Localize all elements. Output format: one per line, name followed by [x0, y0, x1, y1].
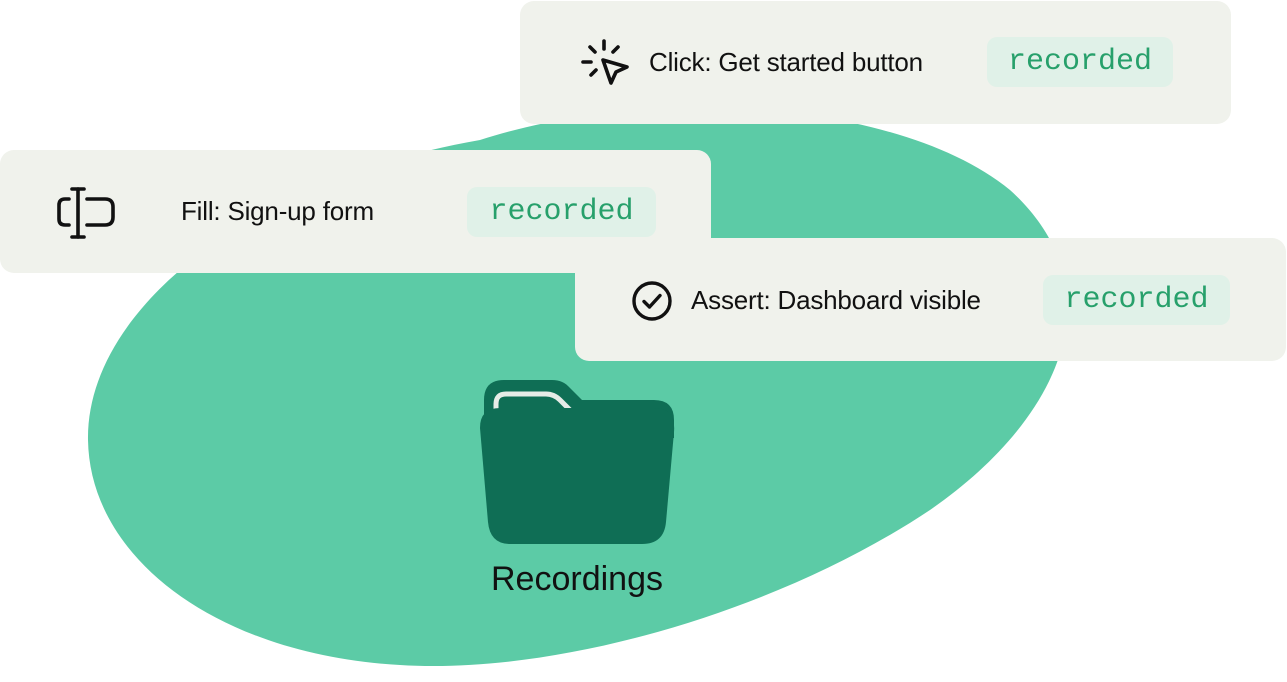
- status-badge: recorded: [987, 37, 1173, 87]
- check-circle-icon: [631, 280, 673, 322]
- step-card-click[interactable]: Click: Get started button recorded: [520, 1, 1231, 124]
- step-label: Click: Get started button: [649, 47, 923, 77]
- cursor-click-icon: [580, 37, 632, 89]
- text-cursor-input-icon: [55, 185, 117, 241]
- folder-label: Recordings: [491, 560, 663, 598]
- status-badge: recorded: [1043, 275, 1230, 325]
- step-card-assert[interactable]: Assert: Dashboard visible recorded: [575, 238, 1286, 361]
- step-label: Fill: Sign-up form: [181, 196, 374, 226]
- status-badge: recorded: [467, 187, 656, 237]
- step-label: Assert: Dashboard visible: [691, 285, 981, 315]
- folder-icon[interactable]: [478, 378, 676, 546]
